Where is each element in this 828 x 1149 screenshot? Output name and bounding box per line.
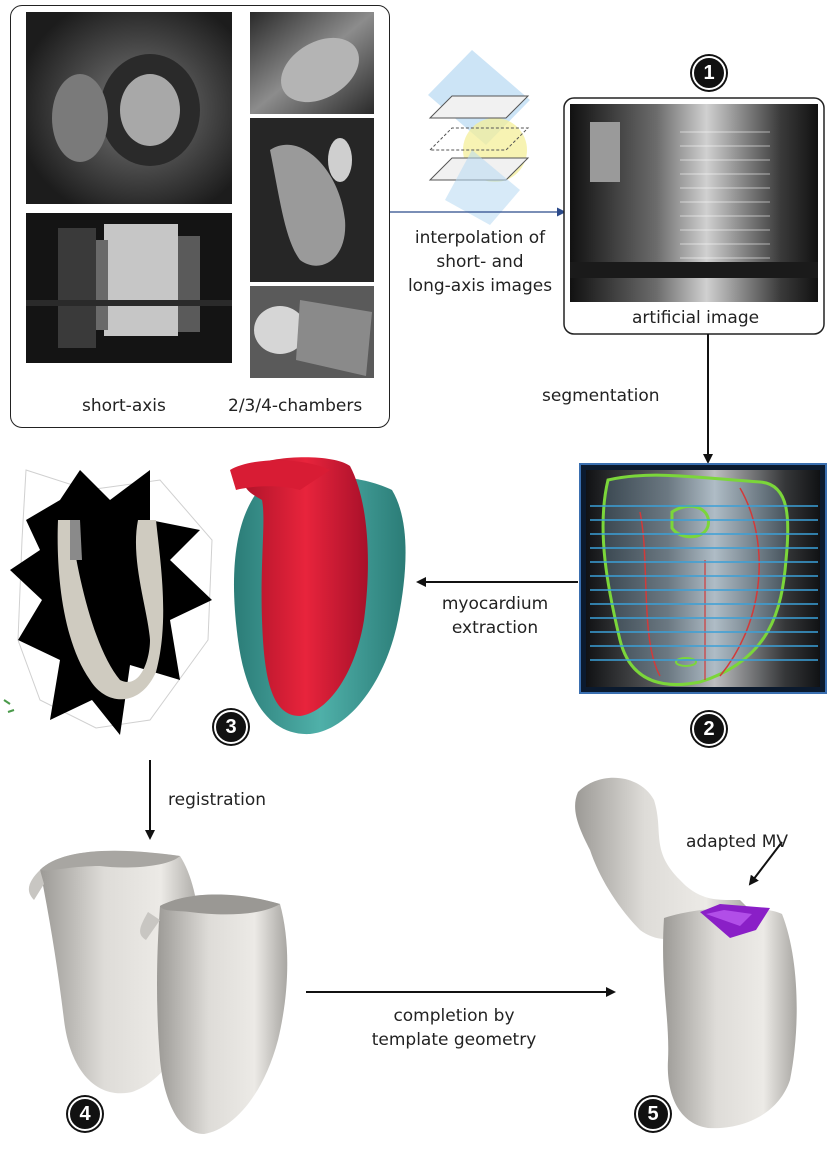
step-1-badge: 1 bbox=[692, 56, 726, 90]
short-axis-label: short-axis bbox=[82, 396, 166, 416]
artificial-image-label: artificial image bbox=[632, 308, 759, 328]
interpolation-label-line3: long-axis images bbox=[394, 274, 566, 298]
segmentation-label: segmentation bbox=[542, 386, 660, 406]
step-4-badge: 4 bbox=[68, 1097, 102, 1131]
long-axis-3ch-image bbox=[250, 118, 374, 282]
short-axis-stack-image bbox=[26, 213, 232, 363]
chambers-label: 2/3/4-chambers bbox=[228, 396, 362, 416]
registered-mesh-small bbox=[140, 895, 287, 1135]
artificial-image bbox=[570, 104, 818, 302]
long-axis-4ch-image bbox=[250, 286, 374, 378]
completed-geometry-mesh bbox=[575, 778, 797, 1128]
completion-label-line2: template geometry bbox=[344, 1028, 564, 1052]
myocardium-label-line2: extraction bbox=[420, 616, 570, 640]
adapted-mv-label: adapted MV bbox=[686, 832, 788, 852]
short-axis-mri-image bbox=[26, 12, 232, 204]
step-5-badge: 5 bbox=[636, 1097, 670, 1131]
registration-label: registration bbox=[168, 790, 266, 810]
completion-label-line1: completion by bbox=[344, 1004, 564, 1028]
myocardium-model bbox=[230, 457, 406, 734]
volume-cut-image bbox=[4, 470, 212, 735]
interpolation-planes-icon bbox=[428, 50, 530, 225]
myocardium-label-line1: myocardium bbox=[420, 592, 570, 616]
long-axis-2ch-image bbox=[250, 12, 374, 115]
interpolation-label-line1: interpolation of bbox=[394, 226, 566, 250]
myocardium-extraction-label: myocardium extraction bbox=[420, 592, 570, 640]
segmentation-image bbox=[580, 464, 826, 693]
interpolation-label: interpolation of short- and long-axis im… bbox=[394, 226, 566, 298]
step-3-badge: 3 bbox=[214, 710, 248, 744]
step-2-badge: 2 bbox=[692, 712, 726, 746]
interpolation-label-line2: short- and bbox=[394, 250, 566, 274]
completion-label: completion by template geometry bbox=[344, 1004, 564, 1052]
